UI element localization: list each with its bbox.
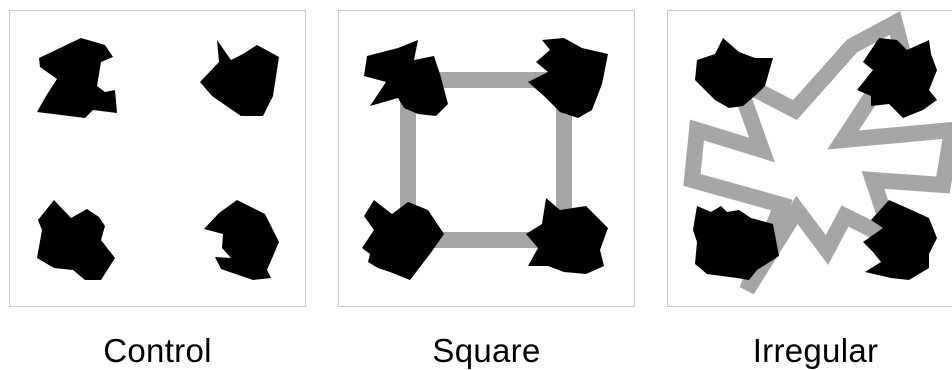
panel-label-irregular: Irregular: [667, 332, 952, 370]
panel-square-graphic: [338, 10, 635, 307]
panel-irregular-graphic: [667, 10, 952, 307]
panel-irregular: [667, 10, 952, 307]
panel-label-square: Square: [338, 332, 635, 370]
panel-control: [9, 10, 306, 307]
panel-control-graphic: [9, 10, 306, 307]
panel-label-control: Control: [9, 332, 306, 370]
panel-square: [338, 10, 635, 307]
